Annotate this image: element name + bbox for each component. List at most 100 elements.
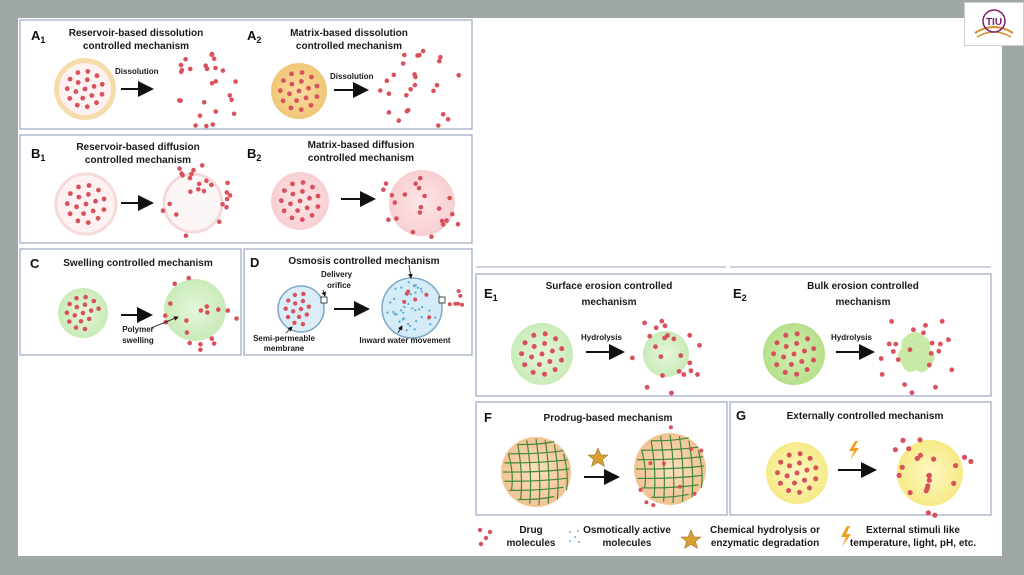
drug-molecule (413, 297, 418, 302)
drug-molecule (878, 356, 884, 361)
drug-molecule (951, 480, 957, 486)
drug-molecule (804, 467, 810, 473)
drug-molecule (519, 351, 525, 357)
osmotic-molecule (434, 316, 437, 319)
osmotic-molecule (386, 311, 389, 314)
university-logo: TIU (964, 2, 1024, 46)
drug-molecule (225, 180, 230, 186)
drug-molecule (94, 73, 100, 79)
d-water-label: Inward water movement (359, 336, 450, 345)
polymer-strand (697, 450, 703, 488)
drug-molecule (660, 373, 665, 378)
drug-molecule (787, 463, 792, 469)
drug-molecule (786, 488, 792, 494)
drug-molecule (381, 187, 386, 192)
drug-molecule (396, 118, 402, 123)
drug-molecule (402, 299, 407, 304)
drug-molecule (81, 211, 86, 217)
drug-molecule (638, 487, 643, 492)
drug-molecule (644, 384, 650, 390)
drug-molecule (300, 322, 306, 327)
drug-molecule (188, 66, 193, 72)
drug-molecule (224, 204, 229, 210)
polymer-strand (660, 436, 665, 502)
drug-molecule (96, 187, 101, 193)
drug-molecule (84, 77, 90, 83)
osmotic-molecule (429, 323, 432, 326)
drug-molecule (438, 54, 443, 60)
drug-molecule (386, 110, 392, 115)
b2-released-drugs (381, 175, 461, 239)
osmotic-molecule (407, 302, 410, 305)
drug-molecule (542, 371, 548, 377)
a1-released-drugs (177, 51, 238, 129)
drug-molecule (184, 330, 190, 335)
drug-molecule (178, 98, 183, 103)
d-osmotic-molecules (386, 281, 437, 332)
drug-molecule (658, 354, 664, 360)
drug-molecule (653, 344, 658, 350)
d-released-drugs (447, 289, 464, 307)
drug-molecule (64, 86, 70, 92)
drug-molecule (687, 360, 693, 366)
drug-molecule (227, 193, 233, 198)
panel-g-title: Externally controlled mechanism (787, 411, 944, 422)
drug-molecule (404, 93, 409, 98)
d-drug-inside (402, 289, 432, 320)
polymer-strand (502, 468, 570, 473)
drug-molecule (72, 313, 78, 318)
drug-molecule (961, 454, 968, 460)
drug-molecule (460, 302, 464, 307)
drug-molecule (191, 167, 196, 173)
panel-g: G Externally controlled mechanism (729, 401, 992, 518)
osmotic-molecule (414, 291, 417, 294)
drug-molecule (386, 91, 392, 96)
drug-molecule (813, 476, 819, 482)
drug-molecule (447, 302, 452, 307)
drug-molecule (783, 332, 789, 338)
drug-molecule (67, 96, 73, 101)
osmotic-molecule (416, 286, 419, 289)
drug-molecule (293, 301, 298, 306)
drug-molecule (209, 51, 215, 57)
drug-molecule (314, 83, 320, 89)
drug-molecule (678, 353, 684, 358)
drug-molecule (408, 87, 414, 92)
drug-molecule (224, 190, 230, 195)
osmotic-molecule (419, 287, 423, 290)
drug-molecule (211, 341, 217, 346)
polymer-strand (641, 450, 647, 488)
polymer-strand (526, 440, 532, 504)
drug-molecule (662, 323, 668, 329)
panel-a2-letter: A2 (247, 28, 261, 45)
f-released-drugs (638, 425, 704, 508)
drug-molecule (64, 201, 70, 207)
drug-molecule (74, 204, 79, 210)
osmotic-molecule (389, 301, 392, 304)
drug-molecule (180, 173, 185, 178)
d-orifice-pointer (321, 289, 327, 297)
drug-molecule (811, 357, 816, 363)
drug-molecule (201, 188, 207, 194)
panel-e2-letter: E2 (733, 286, 747, 303)
drug-molecule (539, 351, 545, 357)
drug-molecule (552, 367, 558, 373)
polymer-strand (507, 453, 513, 491)
drug-molecule (295, 208, 300, 214)
drug-molecule (67, 76, 73, 82)
drug-molecule (281, 78, 286, 83)
osmotic-molecule (568, 539, 572, 543)
drug-molecule (183, 233, 189, 238)
drug-molecule (75, 218, 81, 224)
e1-arrow-label: Hydrolysis (581, 333, 622, 342)
drug-molecule (925, 510, 931, 516)
drug-molecule (697, 342, 702, 348)
drug-molecule (74, 304, 80, 310)
drug-molecule (91, 298, 97, 304)
legend: Drug molecules Osmotically active molecu… (477, 525, 976, 550)
drug-molecule (201, 100, 207, 105)
polymer-strand (651, 493, 689, 498)
drug-molecule (886, 341, 892, 347)
drug-molecule (80, 95, 86, 101)
osmotic-molecule (405, 329, 408, 332)
